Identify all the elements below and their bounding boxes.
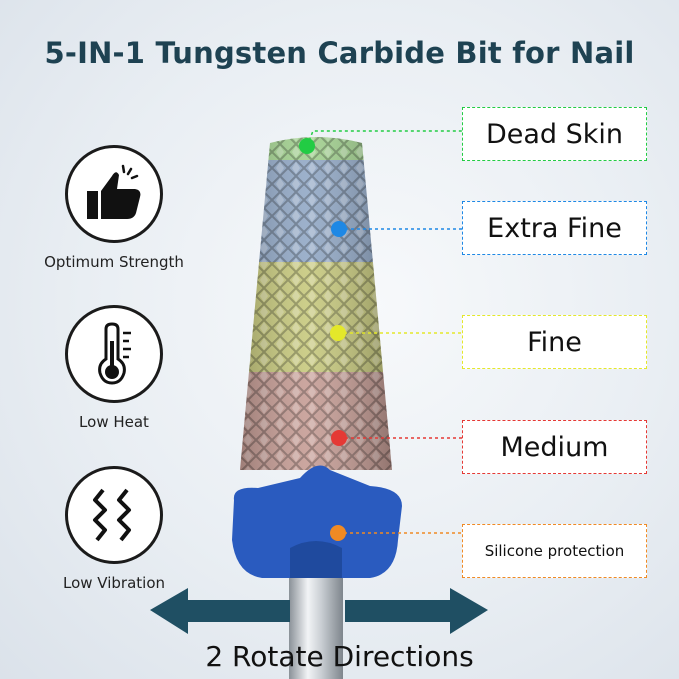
callout-dead-skin [299,130,462,154]
rotate-directions-label: 2 Rotate Directions [205,640,474,673]
bit-body [240,137,392,470]
feature-optimum-strength: Optimum Strength [30,145,198,271]
label-text: Medium [500,431,609,463]
thermometer-icon [98,322,131,385]
label-text: Silicone protection [484,542,625,560]
feature-caption: Low Heat [79,413,149,431]
label-medium: Medium [462,420,647,474]
label-silicone-protection: Silicone protection [462,524,647,578]
label-fine: Fine [462,315,647,369]
vibration-icon [93,488,131,542]
feature-caption: Optimum Strength [44,253,184,271]
left-arrow-icon [150,588,290,634]
page-title: 5-IN-1 Tungsten Carbide Bit for Nail [44,36,635,70]
callout-fine [330,325,462,341]
thumbs-up-icon [87,164,141,219]
silicone-cap [232,465,402,578]
label-dead-skin: Dead Skin [462,107,647,161]
label-text: Dead Skin [485,118,624,150]
label-extra-fine: Extra Fine [462,201,647,255]
callout-silicone [330,525,462,541]
feature-caption: Low Vibration [62,574,166,592]
label-text: Fine [527,326,582,358]
label-text: Extra Fine [487,212,622,244]
callout-extra-fine [331,221,462,237]
feature-low-vibration: Low Vibration [30,466,198,592]
feature-low-heat: Low Heat [30,305,198,431]
right-arrow-icon [345,588,488,634]
callout-medium [331,430,462,446]
